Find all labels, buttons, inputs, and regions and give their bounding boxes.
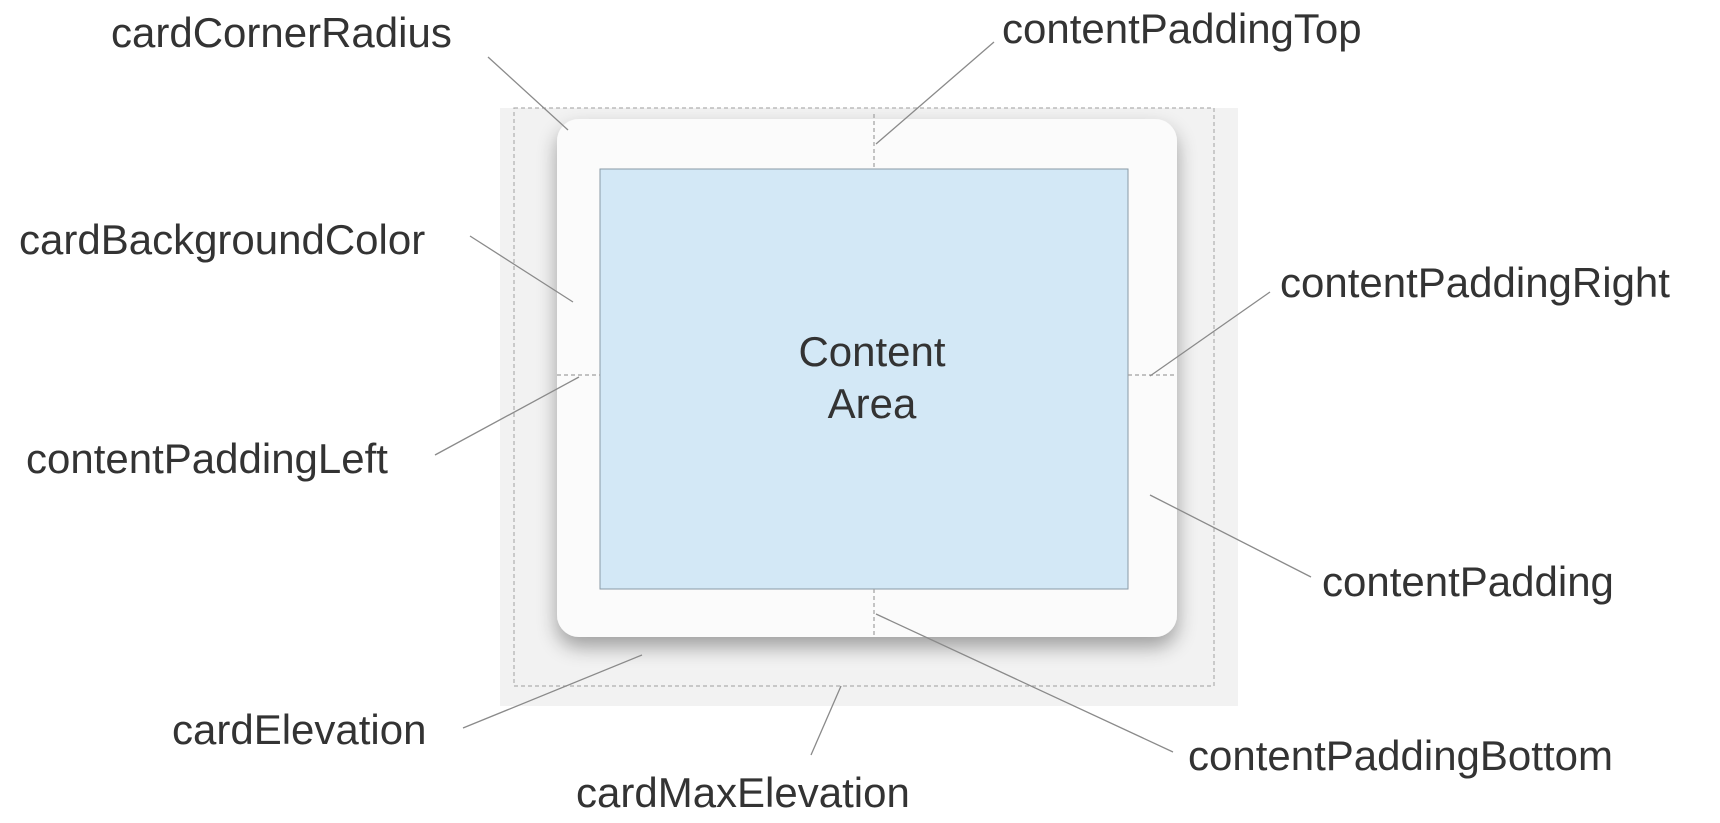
leader-card-elevation — [462, 654, 643, 729]
content-area-line2: Area — [827, 380, 917, 427]
leader-card-background-color — [469, 235, 574, 303]
label-content-padding-bottom: contentPaddingBottom — [1188, 732, 1613, 779]
label-card-max-elevation: cardMaxElevation — [576, 769, 910, 816]
leader-content-padding-top — [875, 41, 995, 145]
label-content-padding-left: contentPaddingLeft — [26, 435, 388, 482]
content-area — [599, 168, 1129, 590]
leader-card-max-elevation — [810, 685, 842, 756]
label-content-padding-top: contentPaddingTop — [1002, 5, 1362, 52]
label-content-padding: contentPadding — [1322, 558, 1614, 605]
max-elevation-dashed-border — [513, 107, 1215, 687]
leader-content-padding-bottom — [875, 613, 1174, 753]
label-card-background-color: cardBackgroundColor — [19, 216, 426, 263]
leader-content-padding-left — [434, 376, 580, 456]
leader-content-padding-right — [1149, 291, 1271, 377]
label-content-padding-right: contentPaddingRight — [1280, 259, 1670, 306]
label-card-corner-radius: cardCornerRadius — [111, 9, 452, 56]
leader-content-padding — [1149, 494, 1312, 578]
leader-card-corner-radius — [487, 56, 569, 131]
content-area-line1: Content — [798, 328, 946, 375]
content-area-text: Content Area — [600, 326, 1144, 430]
label-card-elevation: cardElevation — [172, 706, 427, 753]
